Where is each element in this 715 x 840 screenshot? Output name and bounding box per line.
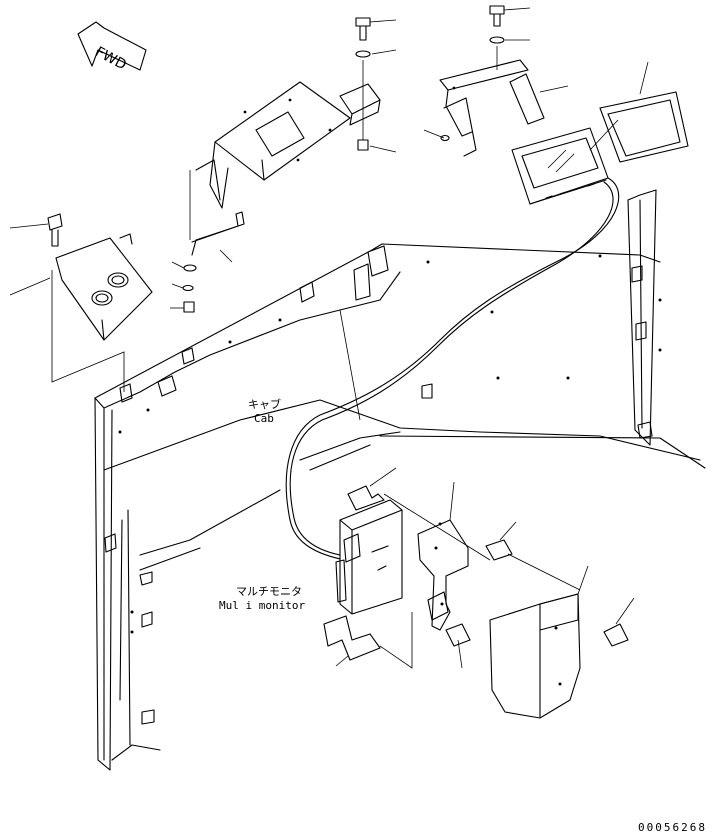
bolt-lower <box>445 623 471 669</box>
bolt-center <box>355 17 397 153</box>
switch-panel <box>9 213 153 392</box>
controller-cover <box>489 565 589 719</box>
monitor-bracket <box>423 59 569 157</box>
monitor-cover <box>599 61 689 163</box>
bolt-right <box>489 5 531 70</box>
cab-label-jp: キャブ <box>248 398 281 411</box>
cab-frame <box>94 189 706 771</box>
clip-bracket-lower <box>323 612 413 669</box>
wiring-harness <box>285 177 620 561</box>
fwd-arrow <box>77 21 147 71</box>
multi-monitor-box <box>335 499 403 615</box>
monitor-unit <box>511 119 619 205</box>
small-bolts-left <box>170 170 245 313</box>
mounting-bracket <box>417 481 469 631</box>
monitor-label-en: Mul i monitor <box>219 599 306 612</box>
frame-holes <box>118 254 662 634</box>
clip-bracket-upper <box>347 467 491 561</box>
bolt-far-right <box>603 597 635 647</box>
monitor-label-jp: マルチモニタ <box>236 585 302 598</box>
cab-label-en: Cab <box>254 412 274 425</box>
drawing-number: 00056268 <box>638 821 707 834</box>
bolt-mid <box>485 521 581 591</box>
bracket-plate-top <box>195 81 381 209</box>
